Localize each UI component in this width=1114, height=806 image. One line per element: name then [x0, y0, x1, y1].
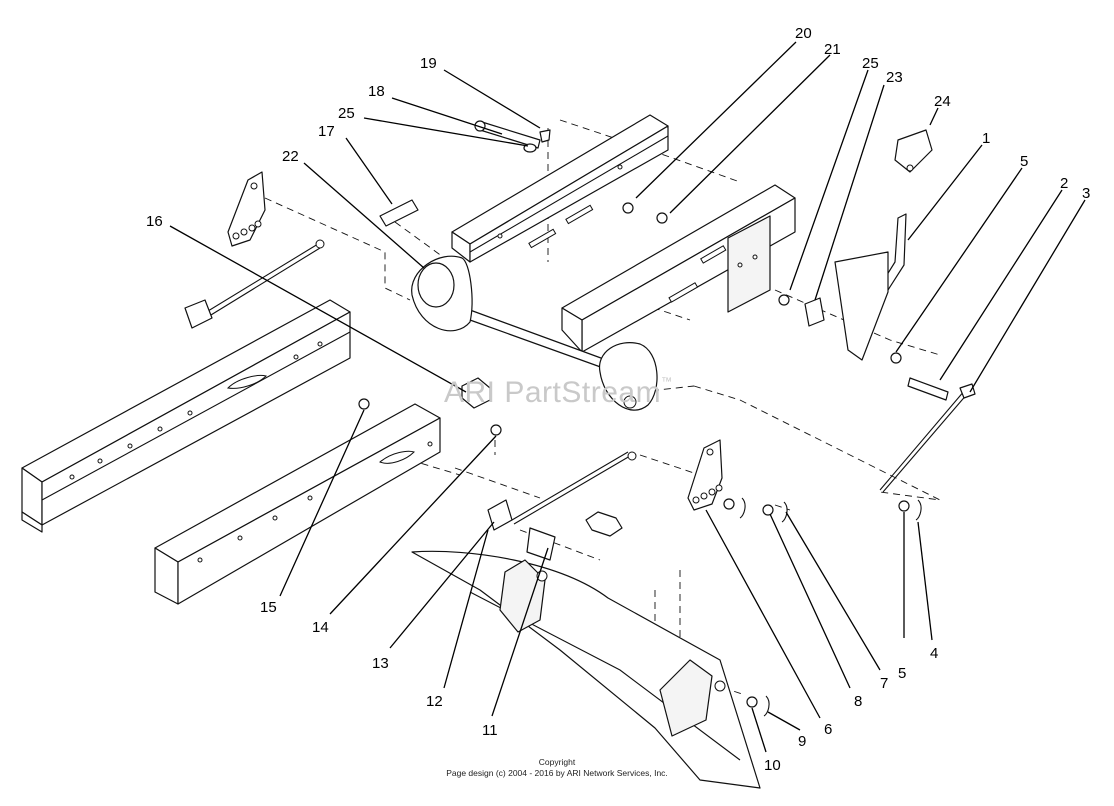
- callout-12: 12: [426, 693, 443, 710]
- callout-11: 11: [482, 722, 498, 739]
- callout-6: 6: [824, 721, 832, 738]
- callout-20: 20: [795, 25, 812, 42]
- callout-7: 7: [880, 675, 888, 692]
- lower-deck-arm: [411, 550, 761, 789]
- callout-3: 3: [1082, 185, 1090, 202]
- copyright-title: Copyright: [538, 757, 576, 767]
- callout-25: 25: [338, 105, 355, 122]
- callout-8: 8: [854, 693, 862, 710]
- callout-18: 18: [368, 83, 385, 100]
- callout-24: 24: [934, 93, 951, 110]
- adjust-rods: [184, 239, 976, 531]
- callout-5b: 5: [898, 665, 906, 682]
- pivot-shaft-assembly: [411, 255, 658, 411]
- right-center-rail: [561, 184, 796, 353]
- callout-15: 15: [260, 599, 277, 616]
- trademark-mark: ™: [661, 376, 673, 388]
- copyright-line: Page design (c) 2004 - 2016 by ARI Netwo…: [446, 768, 668, 778]
- callout-23: 23: [886, 69, 903, 86]
- callout-1: 1: [982, 130, 990, 147]
- upper-center-rail: [451, 114, 669, 263]
- callout-9: 9: [798, 733, 806, 750]
- lower-frame-rail: [154, 403, 441, 605]
- callout-14: 14: [312, 619, 329, 636]
- callout-10: 10: [764, 757, 781, 774]
- left-frame-rail: [21, 299, 351, 533]
- callout-13: 13: [372, 655, 389, 672]
- watermark-text: ARI PartStream: [444, 376, 662, 409]
- leader-lines: [169, 41, 1086, 753]
- callout-21: 21: [824, 41, 841, 58]
- adjustment-plates: [227, 171, 723, 511]
- watermark: ARI PartStream™: [444, 376, 673, 410]
- control-lever: [834, 129, 933, 361]
- callout-22: 22: [282, 148, 299, 165]
- callout-4: 4: [930, 645, 938, 662]
- callout-17: 17: [318, 123, 335, 140]
- callout-5: 5: [1020, 153, 1028, 170]
- callout-labels: 19 18 25 17 22 16 20 21 25 23 24 1 5 2 3…: [146, 25, 1090, 774]
- callout-16: 16: [146, 213, 163, 230]
- callout-2: 2: [1060, 175, 1068, 192]
- hardware: [358, 120, 949, 717]
- callout-19: 19: [420, 55, 437, 72]
- callout-25b: 25: [862, 55, 879, 72]
